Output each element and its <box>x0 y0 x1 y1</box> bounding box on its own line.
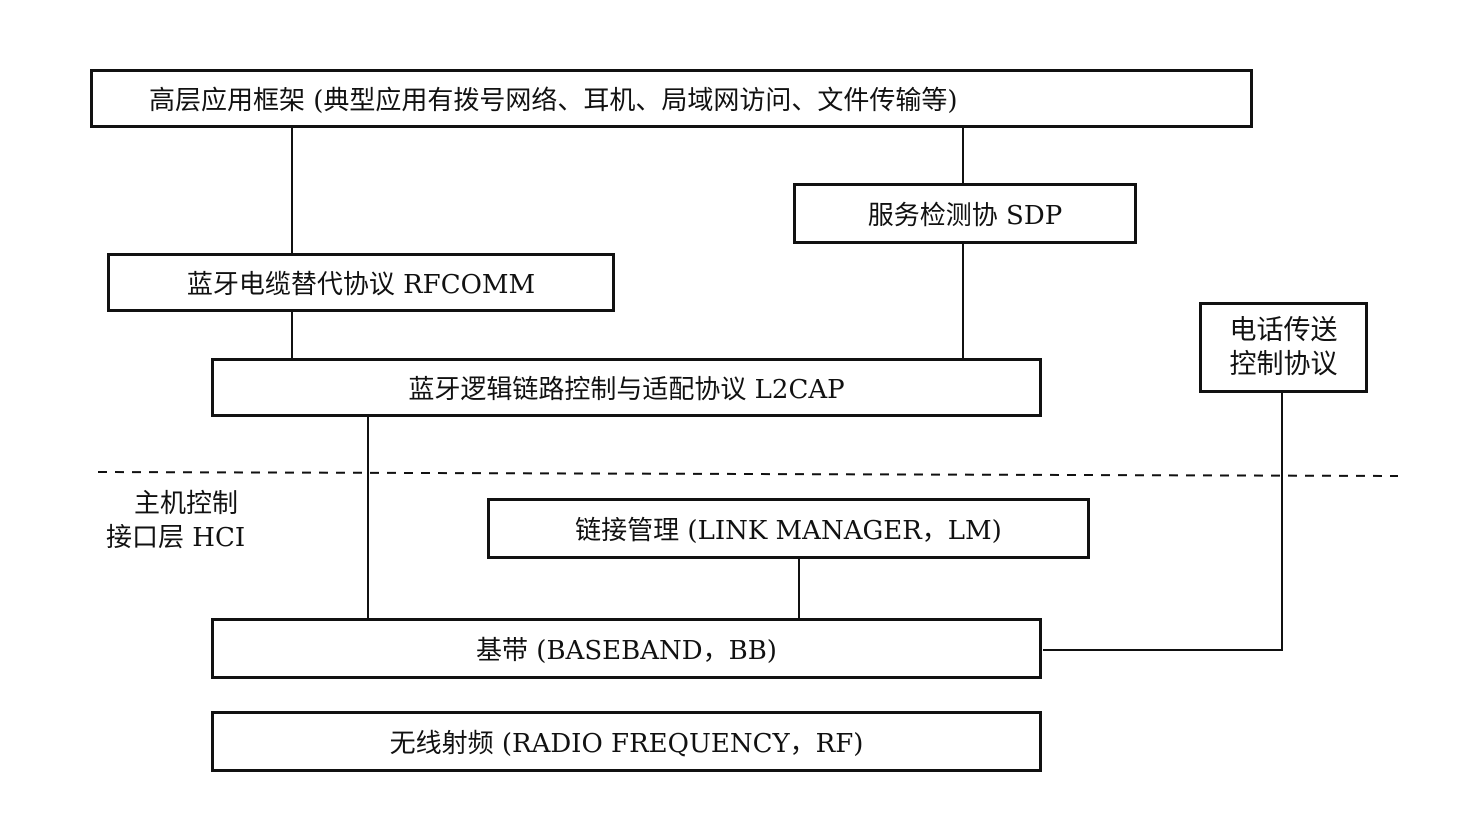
hci-divider <box>97 471 1399 477</box>
rfcomm-label: 蓝牙电缆替代协议 RFCOMM <box>186 270 536 300</box>
radio-frequency-box: 无线射频 (RADIO FREQUENCY，RF) <box>211 711 1042 772</box>
baseband-label: 基带 (BASEBAND，BB) <box>476 636 777 666</box>
link-manager-box: 链接管理 (LINK MANAGER，LM) <box>487 498 1090 559</box>
telephony-control-box: 电话传送 控制协议 <box>1199 302 1368 393</box>
app-framework-box: 高层应用框架 (典型应用有拨号网络、耳机、局域网访问、文件传输等) <box>90 69 1253 128</box>
hci-label-line2: 接口层 HCI <box>106 523 246 553</box>
telephony-label-line2: 控制协议 <box>1229 348 1338 380</box>
l2cap-label: 蓝牙逻辑链路控制与适配协议 L2CAP <box>408 375 845 405</box>
telephony-label-line1: 电话传送 <box>1229 314 1338 346</box>
rfcomm-box: 蓝牙电缆替代协议 RFCOMM <box>107 253 615 312</box>
link-manager-label: 链接管理 (LINK MANAGER，LM) <box>575 516 1002 546</box>
hci-label: 主机控制 接口层 HCI <box>106 487 245 555</box>
hci-label-line1: 主机控制 <box>134 489 239 519</box>
baseband-box: 基带 (BASEBAND，BB) <box>211 618 1042 679</box>
app-framework-label: 高层应用框架 (典型应用有拨号网络、耳机、局域网访问、文件传输等) <box>149 86 958 116</box>
radio-frequency-label: 无线射频 (RADIO FREQUENCY，RF) <box>389 729 864 759</box>
sdp-box: 服务检测协 SDP <box>793 183 1137 244</box>
line-telephony-to-baseband <box>1043 392 1283 651</box>
sdp-label: 服务检测协 SDP <box>867 201 1063 231</box>
l2cap-box: 蓝牙逻辑链路控制与适配协议 L2CAP <box>211 358 1042 417</box>
